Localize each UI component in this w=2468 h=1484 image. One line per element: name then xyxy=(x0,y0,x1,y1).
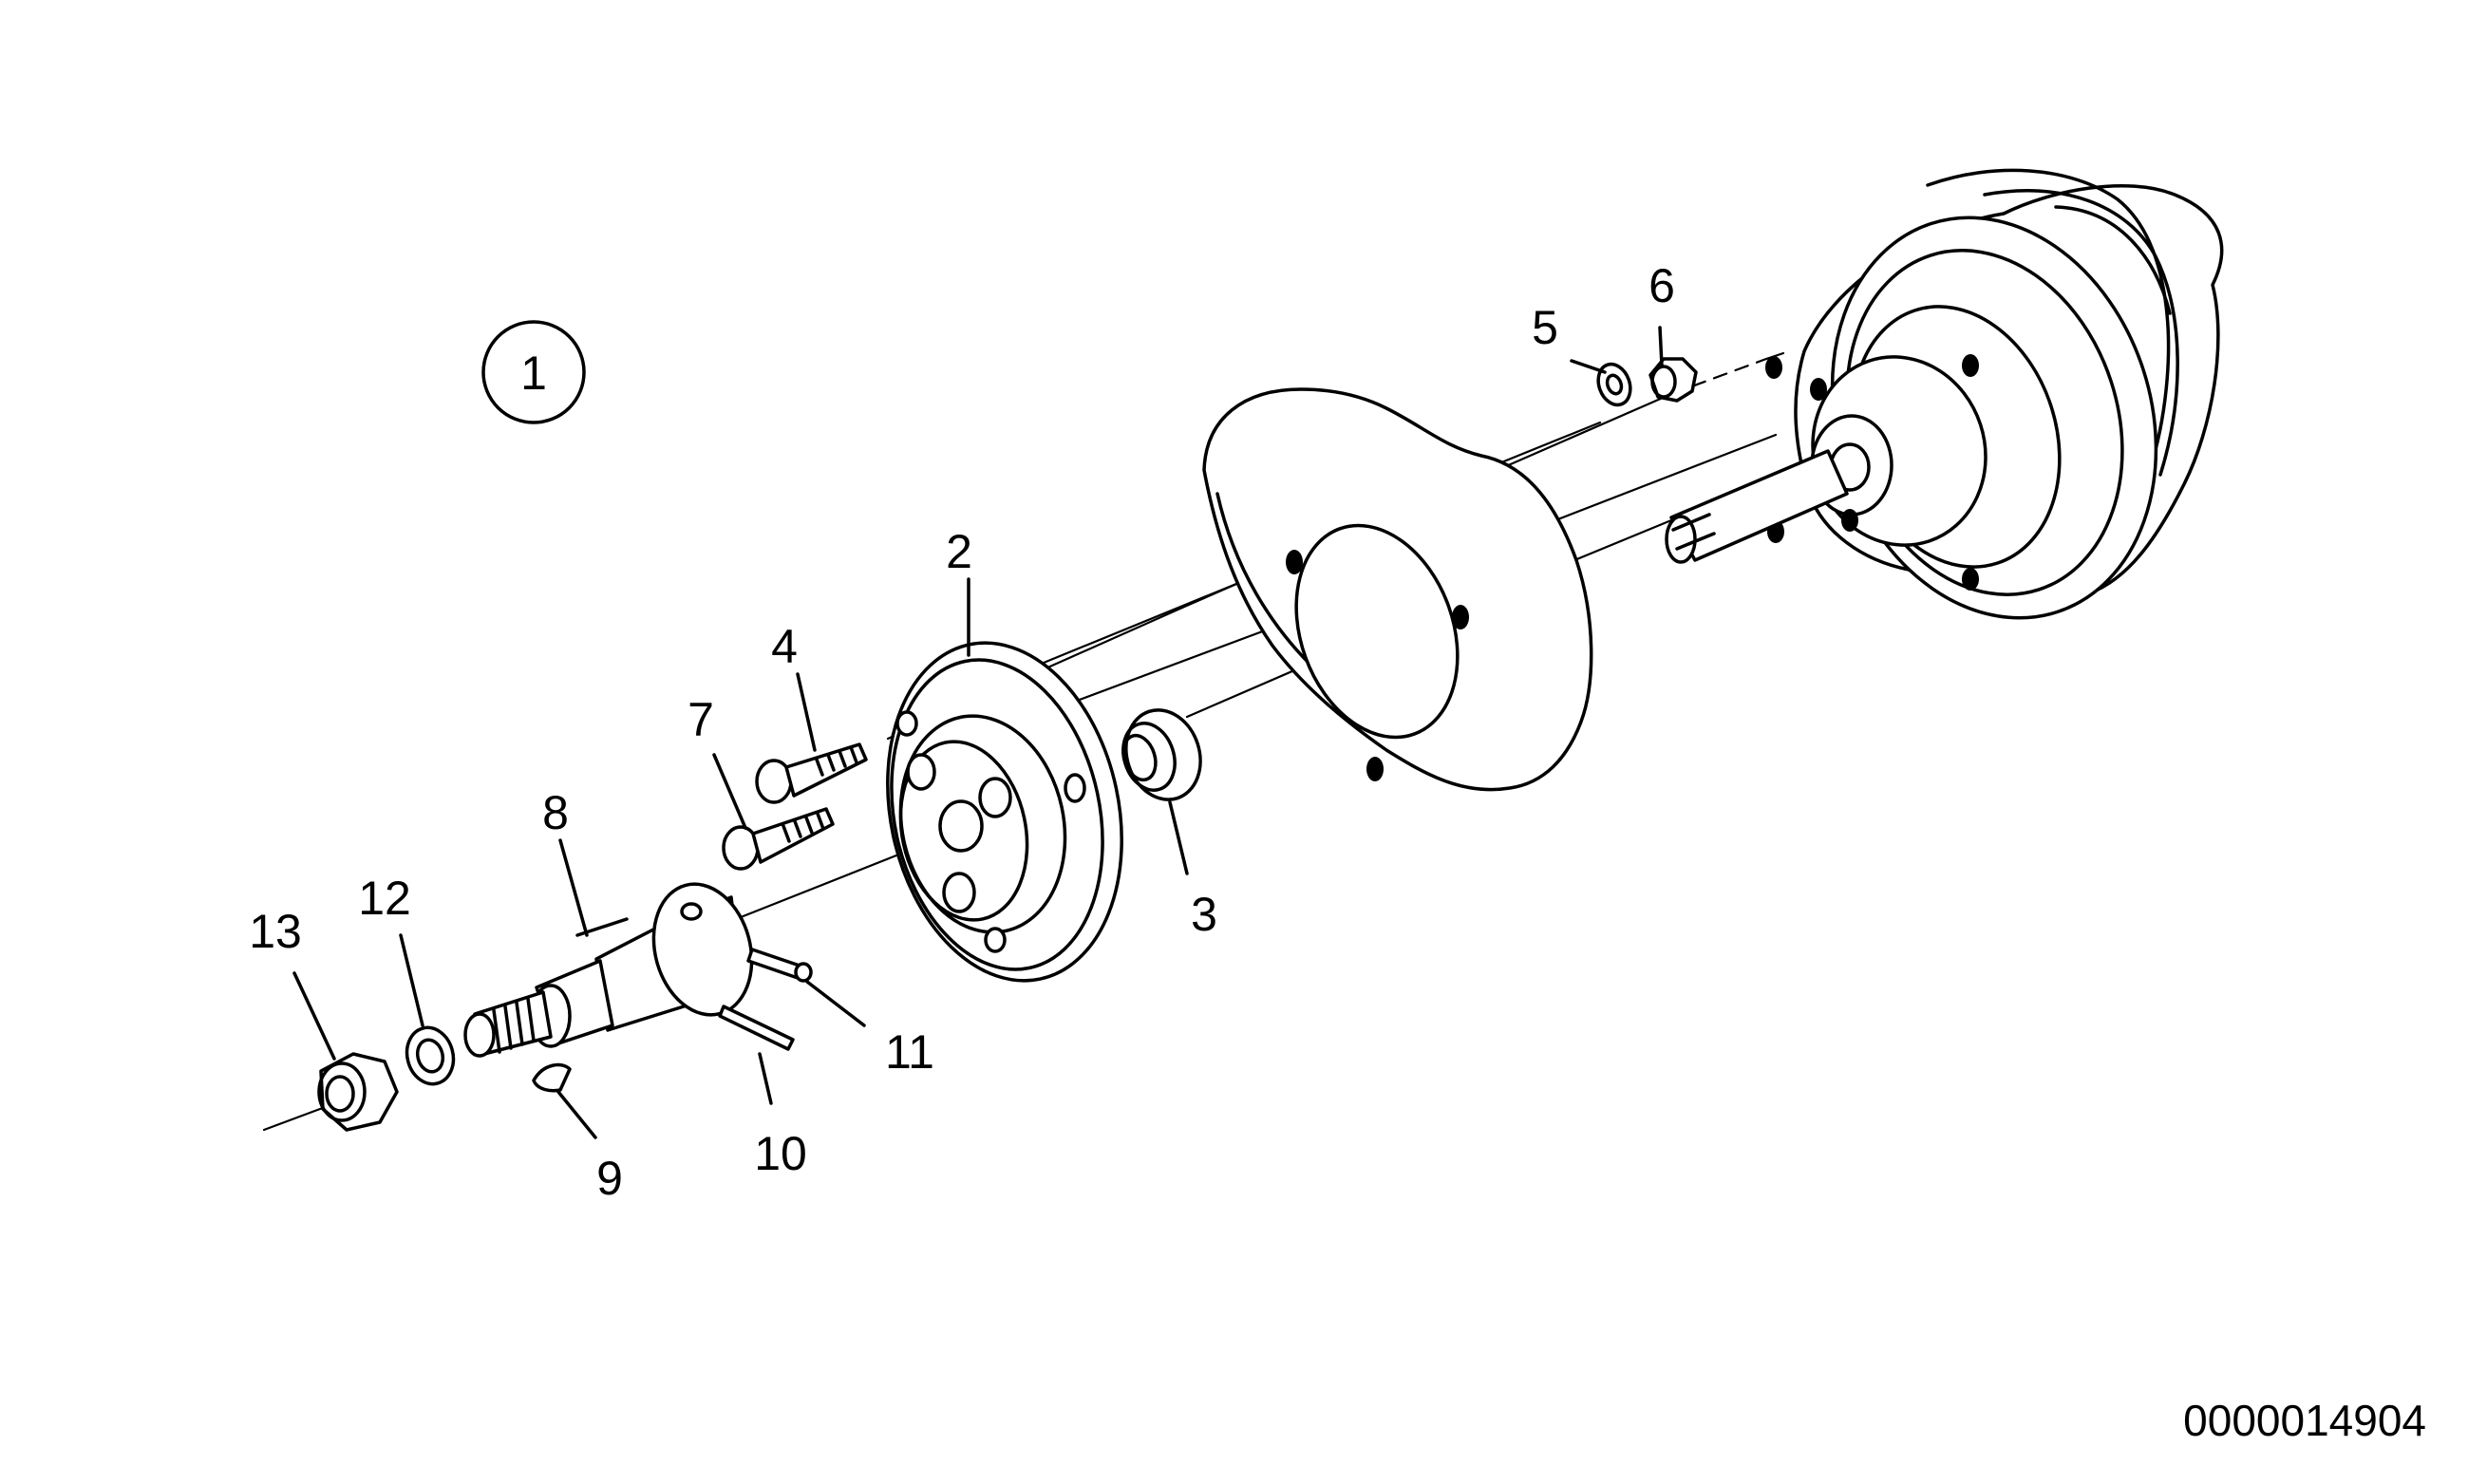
part-9-key xyxy=(532,1062,572,1093)
callout-3: 3 xyxy=(1191,888,1217,941)
part-11-set-screw xyxy=(746,948,813,983)
part-8-drive-shaft xyxy=(463,882,754,1058)
callout-5: 5 xyxy=(1532,301,1558,354)
leader-lines xyxy=(292,326,1664,1139)
callout-8: 8 xyxy=(542,786,569,839)
part-10-pin xyxy=(718,1005,795,1051)
part-6-nut xyxy=(1648,357,1698,403)
part-3-seal-ring xyxy=(1121,708,1202,801)
callout-9: 9 xyxy=(596,1152,623,1205)
callout-12: 12 xyxy=(358,872,411,925)
part-5-washer xyxy=(1596,362,1632,407)
part-13-nut xyxy=(317,1052,399,1132)
part-7-screw xyxy=(722,807,835,871)
callout-7: 7 xyxy=(688,693,714,746)
callout-labels: 1 2 3 4 5 6 7 8 9 10 11 12 13 xyxy=(249,259,1675,1205)
motor-drum-housing xyxy=(1665,168,2224,620)
part-2-hub-flange xyxy=(886,641,1123,983)
callout-4: 4 xyxy=(771,620,798,673)
callout-2: 2 xyxy=(946,525,972,578)
part-4-screw xyxy=(755,742,868,804)
callout-10: 10 xyxy=(754,1127,807,1180)
drawing-code: 0000014904 xyxy=(2183,1396,2426,1445)
mounting-plate xyxy=(1202,387,1593,792)
callout-13: 13 xyxy=(249,905,302,958)
callout-11: 11 xyxy=(885,1025,934,1079)
assembly-number: 1 xyxy=(520,347,547,400)
assembly-circle xyxy=(481,320,586,424)
part-12-washer xyxy=(405,1025,456,1086)
callout-6: 6 xyxy=(1648,259,1675,312)
